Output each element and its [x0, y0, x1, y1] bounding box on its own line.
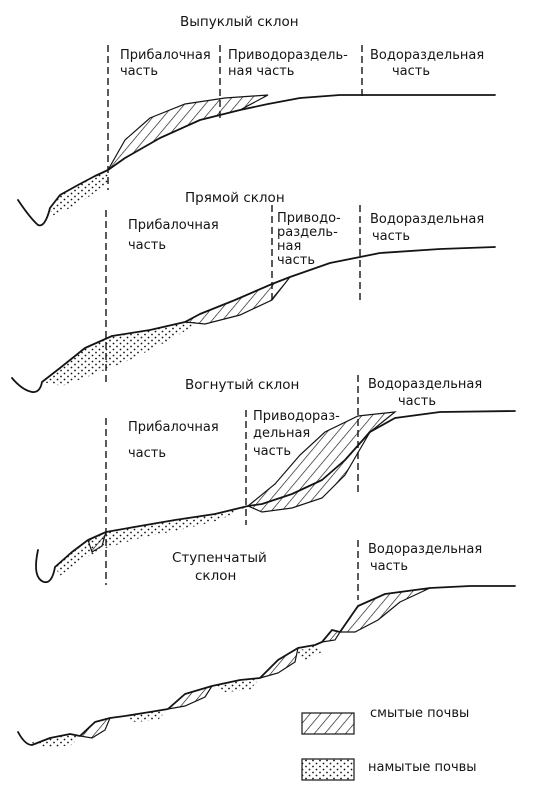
stepped-deposited-soil-1	[30, 734, 80, 748]
convex-footslope-label-2: часть	[120, 64, 158, 79]
convex-eroded-soil	[107, 94, 269, 171]
straight-midslope-label-3: ная	[277, 239, 301, 254]
concave-midslope-label-2: дельная	[253, 426, 310, 441]
convex-slope-diagram: Выпуклый склон Прибалочная часть Приводо…	[17, 14, 496, 227]
convex-watershed-label-2: часть	[392, 64, 430, 79]
concave-eroded-soil	[246, 411, 397, 513]
concave-ground-surface	[35, 410, 516, 584]
legend-deposited-label: намытые почвы	[368, 760, 477, 775]
concave-footslope-label-2: часть	[128, 446, 166, 461]
convex-midslope-label-1: Приводораздель-	[228, 48, 348, 63]
legend-eroded-label: смытые почвы	[370, 706, 469, 721]
stepped-slope-title-1: Ступенчатый	[172, 550, 267, 566]
stepped-deposited-soil-4	[295, 645, 322, 660]
concave-midslope-label-3: часть	[253, 444, 291, 459]
stepped-slope-title-2: склон	[195, 568, 236, 584]
convex-slope-title: Выпуклый склон	[180, 14, 299, 30]
concave-footslope-label-1: Прибалочная	[128, 420, 219, 435]
straight-ground-surface	[11, 246, 496, 393]
straight-footslope-label-1: Прибалочная	[128, 218, 219, 233]
stepped-eroded-soil-1	[78, 717, 112, 739]
straight-deposited-soil	[42, 322, 200, 386]
straight-midslope-label-4: часть	[277, 253, 315, 268]
straight-slope-title: Прямой склон	[185, 190, 285, 206]
legend: смытые почвы намытые почвы	[301, 706, 477, 781]
concave-slope-diagram: Вогнутый склон Прибалочная часть Приводо…	[35, 375, 516, 585]
straight-slope-diagram: Прямой склон Прибалочная часть Приводо- …	[11, 190, 496, 393]
straight-watershed-label-2: часть	[372, 229, 410, 244]
straight-midslope-label-1: Приводо-	[277, 211, 341, 226]
stepped-slope-diagram: Ступенчатый склон Водораздельная часть	[17, 540, 516, 748]
stepped-watershed-label-1: Водораздельная	[368, 542, 482, 557]
stepped-ground-surface	[17, 585, 516, 746]
stepped-deposited-soil-2	[125, 709, 168, 722]
straight-midslope-label-2: раздель-	[277, 225, 338, 240]
concave-slope-title: Вогнутый склон	[185, 377, 299, 393]
stepped-eroded-soil-2	[166, 684, 214, 710]
concave-watershed-label-1: Водораздельная	[368, 377, 482, 392]
convex-watershed-label-1: Водораздельная	[370, 48, 484, 63]
concave-watershed-label-2: часть	[398, 394, 436, 409]
concave-deposited-soil	[55, 506, 248, 576]
legend-eroded-swatch	[301, 712, 355, 735]
stepped-deposited-soil-3	[215, 678, 260, 692]
convex-footslope-label-1: Прибалочная	[120, 48, 211, 63]
convex-ground-surface	[17, 94, 496, 227]
convex-deposited-soil	[50, 170, 108, 216]
straight-footslope-label-2: часть	[128, 238, 166, 253]
legend-deposited-swatch	[301, 758, 355, 781]
concave-midslope-label-1: Приводораз-	[253, 409, 340, 424]
convex-midslope-label-2: ная часть	[228, 64, 294, 79]
stepped-watershed-label-2: часть	[370, 559, 408, 574]
straight-watershed-label-1: Водораздельная	[370, 212, 484, 227]
